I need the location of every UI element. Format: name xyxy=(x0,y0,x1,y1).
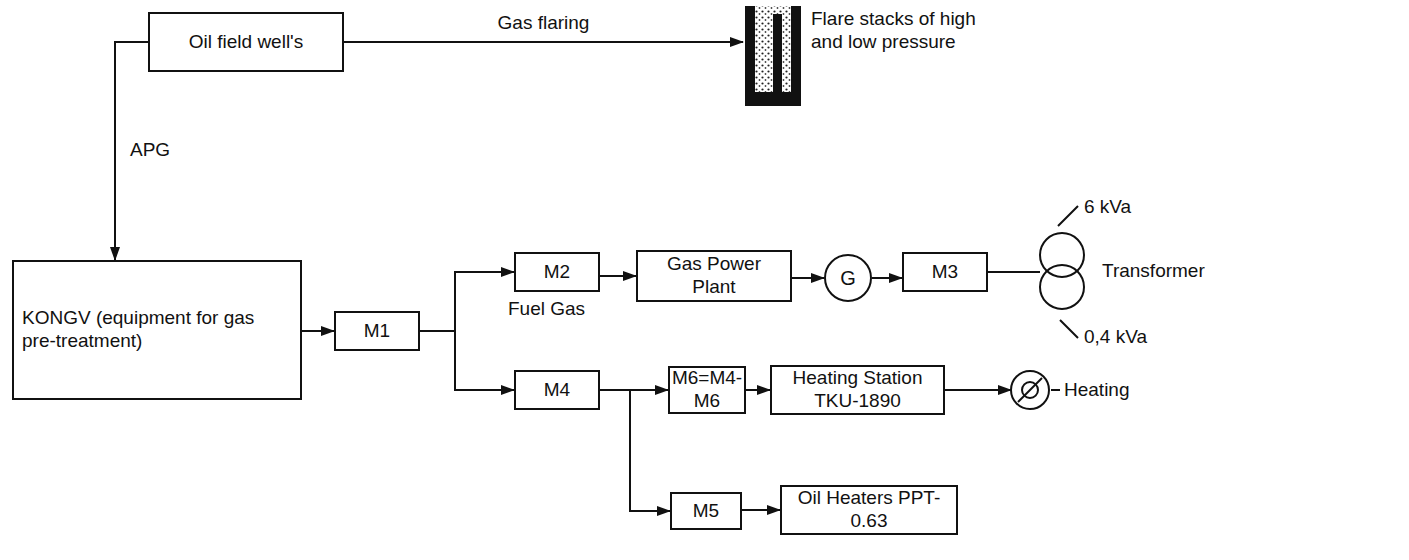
generator-circle: G xyxy=(824,254,872,302)
process-box: M4 xyxy=(514,370,600,410)
flow-arrow xyxy=(420,331,514,390)
process-box: M6=M4- M6 xyxy=(668,366,746,414)
process-box: Gas Power Plant xyxy=(636,250,792,302)
flow-arrow xyxy=(945,389,1011,391)
voltage-label: 0,4 kVa xyxy=(1082,326,1149,348)
node-text: G xyxy=(840,266,856,290)
node-text: Gas Power Plant xyxy=(646,253,782,299)
process-box: Heating Station TKU-1890 xyxy=(770,365,945,415)
process-box: M1 xyxy=(334,311,420,351)
flare-stack-left xyxy=(745,6,755,106)
process-box: KONGV (equipment for gas pre-treatment) xyxy=(12,260,302,400)
process-box: Oil Heaters PPT-0.63 xyxy=(780,485,958,535)
node-text: KONGV (equipment for gas pre-treatment) xyxy=(22,307,292,353)
transformer-windings xyxy=(1038,220,1098,320)
flow-arrow xyxy=(420,272,514,331)
flow-arrow xyxy=(746,389,770,391)
flow-arrow xyxy=(302,330,334,332)
node-text: Oil Heaters PPT-0.63 xyxy=(790,487,948,533)
flow-arrow xyxy=(600,390,670,511)
node-text: M4 xyxy=(544,379,570,402)
flow-arrow xyxy=(872,277,902,279)
node-text: Heating xyxy=(1064,379,1130,402)
process-box: Oil field well's xyxy=(148,12,344,72)
flow-arrow xyxy=(792,277,824,279)
flare-stack: Flare stacks of high and low pressure xyxy=(743,4,1005,108)
flow-arrow xyxy=(344,41,743,43)
node-text: Transformer xyxy=(1102,260,1205,283)
flare-texture xyxy=(745,6,801,106)
node-text: M6=M4- M6 xyxy=(672,367,742,413)
node-text: Oil field well's xyxy=(189,31,304,54)
flare-illustration xyxy=(743,4,803,108)
process-box: M3 xyxy=(902,252,988,292)
node-text: M2 xyxy=(544,261,570,284)
fuel-gas-label: Fuel Gas xyxy=(506,298,587,320)
edge-label: Gas flaring xyxy=(495,12,593,34)
heater-circle xyxy=(1011,371,1049,409)
process-box: M2 xyxy=(514,252,600,292)
flow-arrow xyxy=(988,271,1040,273)
transformer-symbol: Transformer xyxy=(1038,220,1213,320)
heating-symbol: Heating xyxy=(1008,368,1148,412)
flow-arrow xyxy=(742,509,780,511)
flare-base xyxy=(745,92,801,106)
node-text: M5 xyxy=(693,500,719,523)
voltage-label: 6 kVa xyxy=(1082,196,1133,218)
node-text: M3 xyxy=(932,261,958,284)
node-text: Heating Station TKU-1890 xyxy=(780,367,935,413)
flare-stack-right xyxy=(791,6,801,106)
heater-slash xyxy=(1018,378,1042,402)
process-box: M5 xyxy=(670,492,742,530)
node-text: M1 xyxy=(364,320,390,343)
edge-label: APG xyxy=(127,139,173,161)
heater-leader xyxy=(1051,389,1060,391)
node-text: Flare stacks of high and low pressure xyxy=(811,8,996,54)
flow-arrow xyxy=(600,275,636,277)
winding-lv xyxy=(1040,265,1084,309)
